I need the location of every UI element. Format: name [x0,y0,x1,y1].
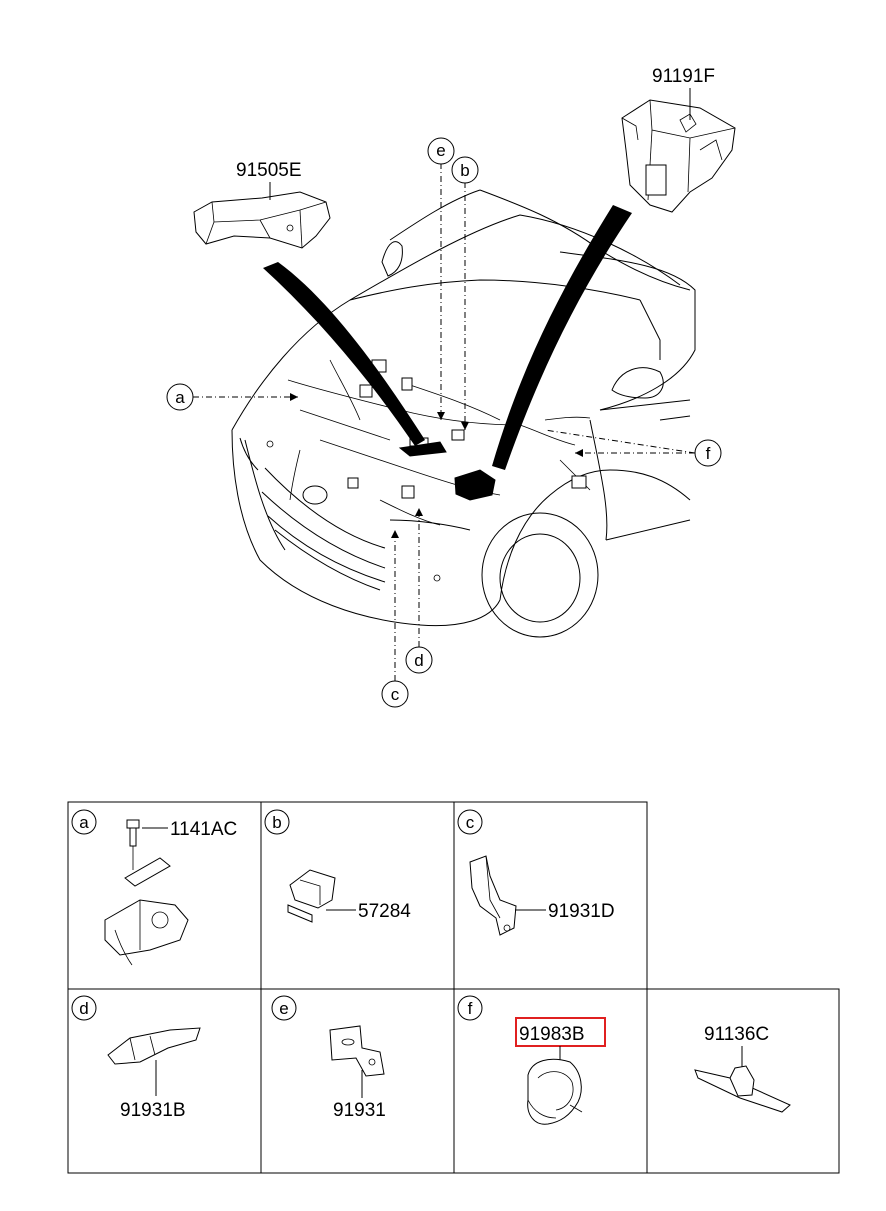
cell-a-letter: a [79,813,89,832]
part-57284-label: 57284 [358,901,411,922]
part-91983B-label: 91983B [519,1024,585,1045]
part-91931D-label: 91931D [548,901,615,922]
leader-swooshes [263,205,632,470]
car-body-drawing [231,189,696,638]
detail-cell-91136C[interactable]: 91136C [694,1024,791,1113]
detail-cell-b[interactable]: b 57284 [264,809,411,923]
cell-e-letter: e [279,999,288,1018]
bolt-icon [126,819,140,847]
label-91191F: 91191F [652,66,715,87]
callout-e[interactable]: e [427,137,455,165]
part-91931B-label: 91931B [120,1100,186,1121]
engine-bay-wiring [287,359,591,526]
label-91505E: 91505E [236,160,302,181]
part-91191F-drawing[interactable] [621,99,736,213]
part-91136C-label: 91136C [704,1024,769,1045]
callout-b-label: b [460,161,469,180]
callout-e-label: e [436,141,445,160]
callout-leaders [193,163,696,681]
part-91505E-drawing[interactable] [193,191,331,249]
callout-b[interactable]: b [451,156,479,184]
callout-d[interactable]: d [405,646,433,674]
callout-d-label: d [414,651,423,670]
callout-f[interactable]: f [694,439,722,467]
detail-cell-e[interactable]: e 91931 [271,995,386,1121]
detail-cell-f[interactable]: f 91983B [457,995,606,1125]
cell-f-letter: f [468,999,473,1018]
part-1141AC-label: 1141AC [170,819,237,840]
cell-d-letter: d [79,999,88,1018]
grommet-drawing [527,1058,583,1125]
callout-a-label: a [175,388,185,407]
detail-grid [67,801,840,1174]
callout-f-label: f [706,444,711,463]
cell-b-letter: b [272,813,281,832]
callout-c-label: c [391,685,400,704]
detail-cell-a[interactable]: a 1141AC [71,809,237,966]
callout-c[interactable]: c [381,680,409,708]
detail-cell-d[interactable]: d 91931B [71,995,201,1121]
callout-a[interactable]: a [166,383,194,411]
part-91931-label: 91931 [333,1100,386,1121]
detail-cell-c[interactable]: c 91931D [457,809,615,936]
cell-c-letter: c [466,813,475,832]
